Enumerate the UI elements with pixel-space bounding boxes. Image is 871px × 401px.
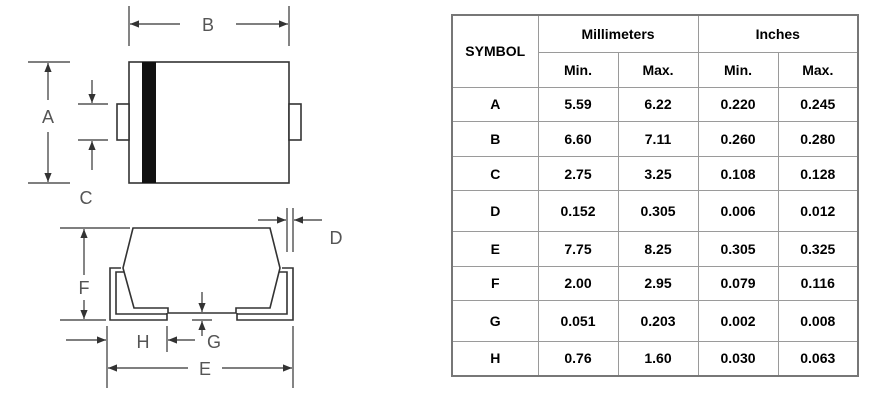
mm-min-cell: 2.75: [537, 155, 619, 192]
mm-min-cell: 0.76: [537, 340, 619, 377]
package-body-side: [122, 227, 281, 314]
in-max-cell: 0.280: [777, 121, 859, 157]
in-min-cell: 0.079: [697, 265, 779, 302]
table-row: F 2.00 2.95 0.079 0.116: [451, 265, 859, 302]
dim-label-d: D: [330, 228, 343, 248]
in-max-cell: 0.116: [777, 265, 859, 302]
in-max-cell: 0.128: [777, 155, 859, 192]
dim-label-e: E: [199, 359, 211, 379]
row-symbol: D: [451, 190, 539, 233]
row-symbol: B: [451, 121, 539, 157]
table-row: E 7.75 8.25 0.305 0.325: [451, 231, 859, 267]
mm-max-cell: 1.60: [617, 340, 699, 377]
row-symbol: C: [451, 155, 539, 192]
inches-header: Inches: [697, 14, 859, 54]
top-view: [28, 6, 302, 184]
row-symbol: H: [451, 340, 539, 377]
in-min-cell: 0.260: [697, 121, 779, 157]
row-symbol: F: [451, 265, 539, 302]
symbol-header: SYMBOL: [451, 14, 539, 88]
dim-label-a: A: [42, 107, 54, 127]
in-min-cell: 0.030: [697, 340, 779, 377]
mm-max-cell: 2.95: [617, 265, 699, 302]
in-min-cell: 0.002: [697, 300, 779, 342]
in-max-cell: 0.245: [777, 86, 859, 123]
dim-label-g: G: [207, 332, 221, 352]
in-max-header: Max.: [777, 52, 859, 88]
mm-max-cell: 8.25: [617, 231, 699, 267]
millimeters-header: Millimeters: [537, 14, 699, 54]
in-min-cell: 0.006: [697, 190, 779, 233]
mm-max-cell: 0.305: [617, 190, 699, 233]
in-min-cell: 0.108: [697, 155, 779, 192]
left-lead-tab: [116, 103, 130, 141]
in-min-cell: 0.305: [697, 231, 779, 267]
table-row: A 5.59 6.22 0.220 0.245: [451, 86, 859, 123]
row-symbol: A: [451, 86, 539, 123]
table-row: C 2.75 3.25 0.108 0.128: [451, 155, 859, 192]
mm-min-header: Min.: [537, 52, 619, 88]
mm-min-cell: 6.60: [537, 121, 619, 157]
mm-min-cell: 7.75: [537, 231, 619, 267]
mm-max-cell: 7.11: [617, 121, 699, 157]
in-min-cell: 0.220: [697, 86, 779, 123]
mm-min-cell: 2.00: [537, 265, 619, 302]
dim-label-h: H: [137, 332, 150, 352]
table-row: H 0.76 1.60 0.030 0.063: [451, 340, 859, 377]
cathode-band: [142, 62, 156, 183]
table-row: G 0.051 0.203 0.002 0.008: [451, 300, 859, 342]
dimension-table: SYMBOL Millimeters Inches Min. Max. Min.…: [451, 14, 860, 377]
mm-max-cell: 0.203: [617, 300, 699, 342]
j-lead: [109, 267, 168, 321]
mm-max-cell: 6.22: [617, 86, 699, 123]
row-symbol: G: [451, 300, 539, 342]
right-lead-tab: [288, 103, 302, 141]
dim-label-c: C: [80, 188, 93, 208]
mm-min-cell: 0.152: [537, 190, 619, 233]
table-row: D 0.152 0.305 0.006 0.012: [451, 190, 859, 233]
package-outline-drawing: B A C D F G H E: [28, 6, 343, 388]
dim-label-b: B: [202, 15, 214, 35]
table-header-row: SYMBOL Millimeters Inches: [451, 14, 859, 88]
in-max-cell: 0.012: [777, 190, 859, 233]
in-min-header: Min.: [697, 52, 779, 88]
side-view: [60, 208, 322, 388]
in-max-cell: 0.325: [777, 231, 859, 267]
row-symbol: E: [451, 231, 539, 267]
mm-max-cell: 3.25: [617, 155, 699, 192]
dim-label-f: F: [79, 278, 90, 298]
table-row: B 6.60 7.11 0.260 0.280: [451, 121, 859, 157]
mm-min-cell: 5.59: [537, 86, 619, 123]
in-max-cell: 0.063: [777, 340, 859, 377]
mm-min-cell: 0.051: [537, 300, 619, 342]
in-max-cell: 0.008: [777, 300, 859, 342]
mm-max-header: Max.: [617, 52, 699, 88]
